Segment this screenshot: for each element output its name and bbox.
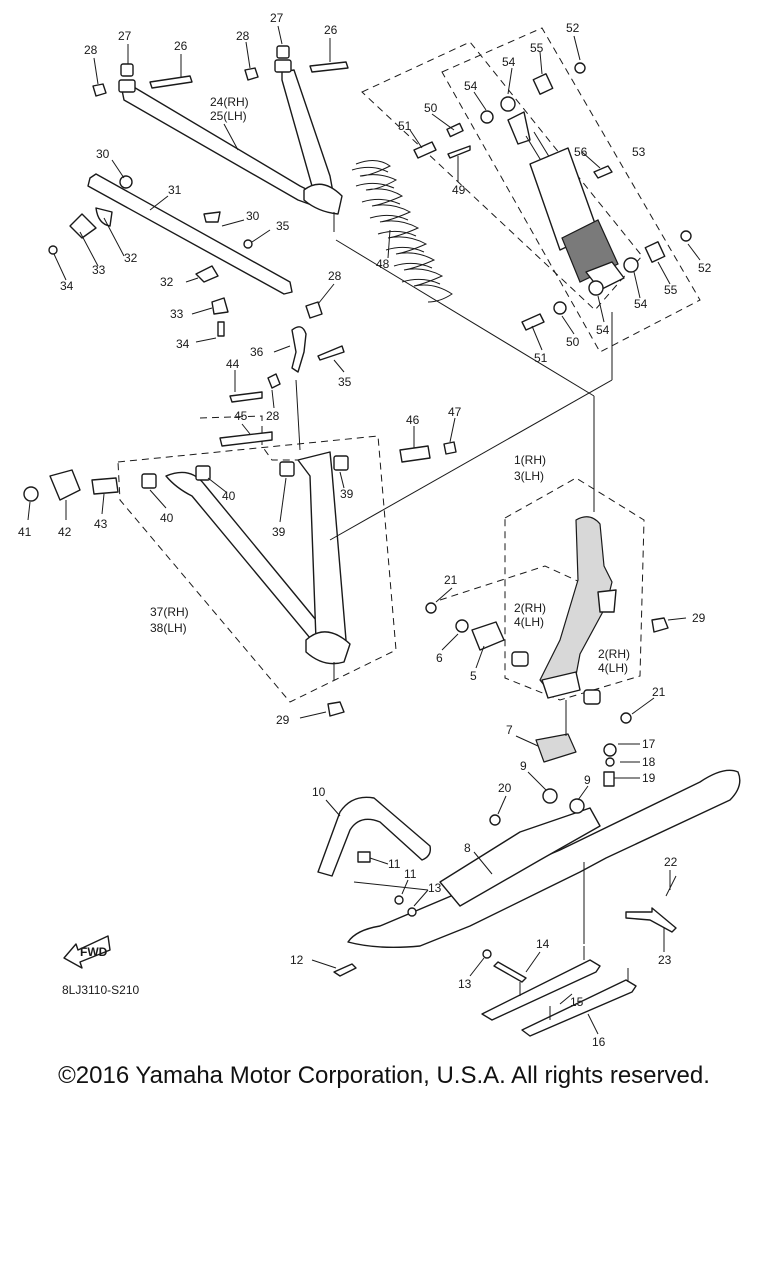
callout-12: 12 <box>290 953 304 967</box>
upper-a-arm <box>92 45 349 232</box>
callout-40: 40 <box>160 511 174 525</box>
ski-handle <box>317 796 432 917</box>
exploded-parts-diagram: FWD <box>18 11 741 1049</box>
lower-a-arm <box>23 391 457 717</box>
stabilizer-bar <box>48 173 345 389</box>
callout-19: 19 <box>642 771 656 785</box>
callout-54: 54 <box>634 297 648 311</box>
callout-31: 31 <box>168 183 182 197</box>
callout-18: 18 <box>642 755 656 769</box>
forward-arrow-icon: FWD <box>63 935 111 969</box>
callout-54: 54 <box>502 55 516 69</box>
callout-50: 50 <box>424 101 438 115</box>
callout-54: 54 <box>464 79 478 93</box>
callout-10: 10 <box>312 785 326 799</box>
group-outlines <box>117 27 701 703</box>
callout-39: 39 <box>272 525 286 539</box>
callout-27: 27 <box>270 11 284 25</box>
callout-15: 15 <box>570 995 584 1009</box>
callout-23: 23 <box>658 953 672 967</box>
callout-45: 45 <box>234 409 248 423</box>
callout-52: 52 <box>698 261 712 275</box>
callout-41: 41 <box>18 525 32 539</box>
callout-11: 11 <box>404 867 417 881</box>
callout-33: 33 <box>170 307 184 321</box>
callout-28: 28 <box>236 29 250 43</box>
callout-30: 30 <box>246 209 260 223</box>
callout-20: 20 <box>498 781 512 795</box>
callout-40: 40 <box>222 489 236 503</box>
callout-26: 26 <box>324 23 338 37</box>
callout-32: 32 <box>160 275 174 289</box>
wear-bars <box>481 946 637 1037</box>
callout-55: 55 <box>530 41 544 55</box>
callout-56: 56 <box>574 145 588 159</box>
callout-55: 55 <box>664 283 678 297</box>
callout-28: 28 <box>84 43 98 57</box>
callout-28: 28 <box>266 409 280 423</box>
callout-27: 27 <box>118 29 132 43</box>
callout-2-rh: 2(RH) <box>514 601 546 615</box>
callout-11: 11 <box>388 857 401 871</box>
callout-34: 34 <box>60 279 74 293</box>
callout-8: 8 <box>464 841 471 855</box>
callout-26: 26 <box>174 39 188 53</box>
callout-9: 9 <box>584 773 591 787</box>
callout-51: 51 <box>534 351 548 365</box>
callout-54: 54 <box>596 323 610 337</box>
callout-22: 22 <box>664 855 678 869</box>
callout-35: 35 <box>276 219 290 233</box>
callout-44: 44 <box>226 357 240 371</box>
ski <box>333 733 741 983</box>
callout-13: 13 <box>428 881 442 895</box>
callout-5: 5 <box>470 669 477 683</box>
callout-42: 42 <box>58 525 72 539</box>
callout-46: 46 <box>406 413 420 427</box>
callout-2-rh: 2(RH) <box>598 647 630 661</box>
callout-14: 14 <box>536 937 550 951</box>
callout-36: 36 <box>250 345 264 359</box>
callout-43: 43 <box>94 517 108 531</box>
callout-48: 48 <box>376 257 390 271</box>
callout-33: 33 <box>92 263 106 277</box>
callout-21: 21 <box>652 685 666 699</box>
callout-7: 7 <box>506 723 513 737</box>
shock-spring <box>351 160 453 303</box>
callout-21: 21 <box>444 573 458 587</box>
steering-spindle <box>425 516 669 724</box>
callout-51: 51 <box>398 119 412 133</box>
diagram-code: 8LJ3110-S210 <box>62 983 140 997</box>
callout-17: 17 <box>642 737 656 751</box>
callout-35: 35 <box>338 375 352 389</box>
callout-39: 39 <box>340 487 354 501</box>
callout-1-rh: 1(RH) <box>514 453 546 467</box>
callout-29: 29 <box>276 713 290 727</box>
callout-47: 47 <box>448 405 462 419</box>
callout-labels: 27 26 28 28 27 26 24(RH) 25(LH) 30 31 32… <box>18 11 712 1049</box>
callout-4-lh: 4(LH) <box>514 615 544 629</box>
callout-34: 34 <box>176 337 190 351</box>
callout-13: 13 <box>458 977 472 991</box>
callout-52: 52 <box>566 21 580 35</box>
shock-absorber <box>413 62 692 331</box>
callout-16: 16 <box>592 1035 606 1049</box>
callout-29: 29 <box>692 611 706 625</box>
fwd-label: FWD <box>80 945 108 959</box>
callout-49: 49 <box>452 183 466 197</box>
callout-6: 6 <box>436 651 443 665</box>
callout-4-lh: 4(LH) <box>598 661 628 675</box>
callout-3-lh: 3(LH) <box>514 469 544 483</box>
callout-30: 30 <box>96 147 110 161</box>
callout-38-lh: 38(LH) <box>150 621 187 635</box>
callout-50: 50 <box>566 335 580 349</box>
callout-24-rh: 24(RH) <box>210 95 249 109</box>
callout-53: 53 <box>632 145 646 159</box>
callout-32: 32 <box>124 251 138 265</box>
copyright-notice: ©2016 Yamaha Motor Corporation, U.S.A. A… <box>58 1062 710 1089</box>
callout-28: 28 <box>328 269 342 283</box>
leader-lines <box>27 25 701 1035</box>
callout-9: 9 <box>520 759 527 773</box>
callout-25-lh: 25(LH) <box>210 109 247 123</box>
callout-37-rh: 37(RH) <box>150 605 189 619</box>
